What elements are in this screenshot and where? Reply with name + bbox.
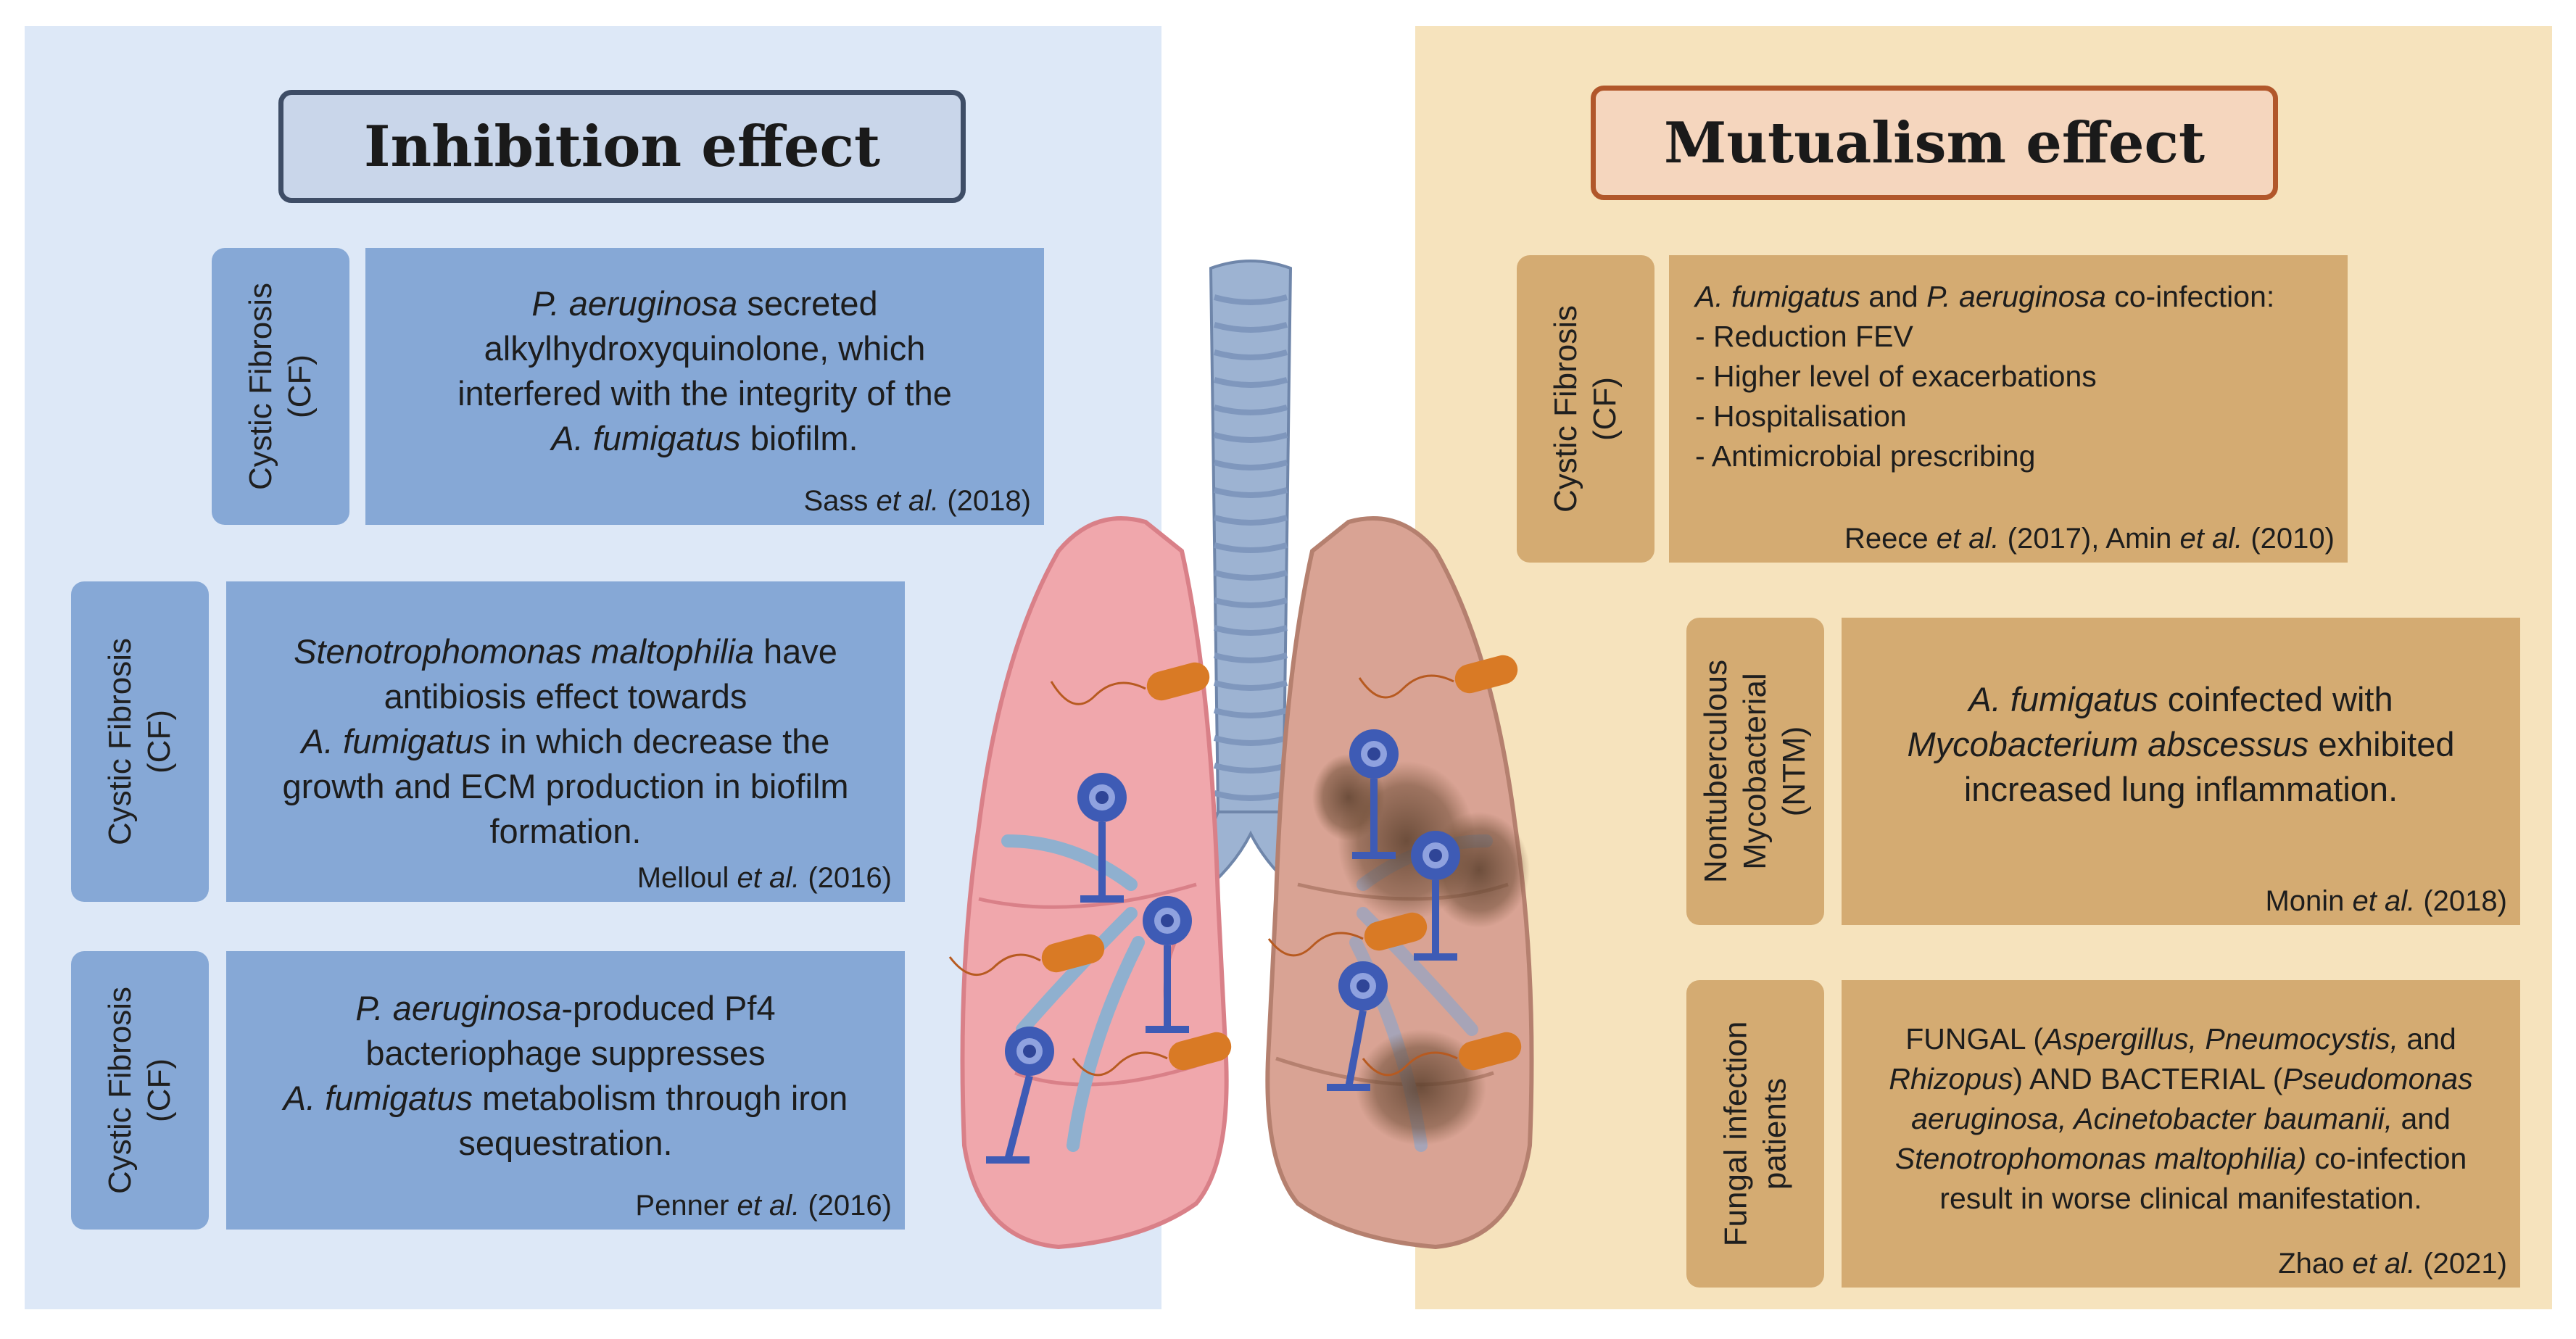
bacterium-icon [1358,652,1521,699]
inhibition-card-3-citation: Penner et al. (2016) [635,1190,892,1222]
inhibition-card-2-citation: Melloul et al. (2016) [637,862,892,894]
bacterium-icon [1362,1029,1525,1077]
mutualism-card-1-text: A. fumigatus and P. aeruginosa co-infect… [1695,280,2275,473]
mutualism-card-3-citation: Zhao et al. (2021) [2278,1248,2507,1280]
mutualism-card-1: A. fumigatus and P. aeruginosa co-infect… [1669,255,2348,563]
inhibition-title: Inhibition effect [278,90,966,203]
bacterium-icon [948,931,1108,976]
bacterium-icon [1050,659,1213,705]
mutualism-card-1-citation: Reece et al. (2017), Amin et al. (2010) [1844,523,2335,555]
mutualism-card-1-condition: Cystic Fibrosis(CF) [1517,255,1654,563]
fungus-icon [1077,773,1127,903]
lungs-illustration [948,260,1534,1250]
mutualism-title: Mutualism effect [1591,86,2278,200]
mutualism-card-2-citation: Monin et al. (2018) [2265,885,2507,917]
healthy-lung-icon [960,516,1229,1250]
fungus-icon [1327,961,1388,1091]
fungus-icon [1143,896,1192,1033]
fungus-icon [986,1027,1054,1164]
bacterium-icon [1072,1029,1235,1077]
inhibition-card-1-condition: Cystic Fibrosis(CF) [212,248,349,525]
inhibition-card-2-condition: Cystic Fibrosis(CF) [71,581,209,902]
fungus-icon [1349,729,1399,859]
bacterium-icon [1267,909,1430,957]
fungus-icon [1411,831,1460,961]
infected-lung-icon [1265,516,1534,1250]
inhibition-card-3-condition: Cystic Fibrosis(CF) [71,951,209,1230]
inhibition-card-1-citation: Sass et al. (2018) [803,485,1031,517]
